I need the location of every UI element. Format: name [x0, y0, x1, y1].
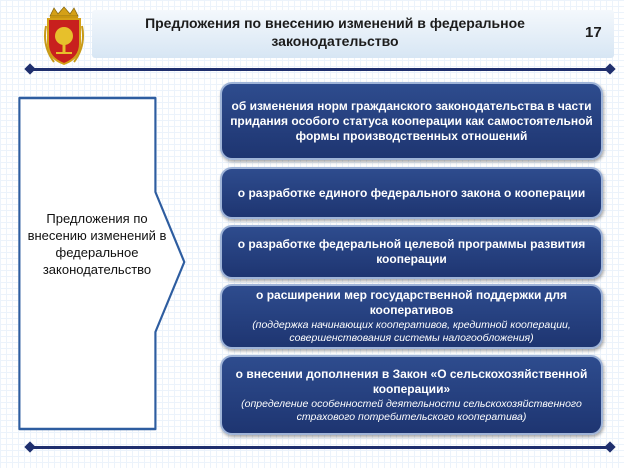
proposal-item-note: (определение особенностей деятельности с… — [241, 397, 582, 423]
slide-number: 17 — [585, 24, 602, 41]
proposal-item-text: об изменения норм гражданского законодат… — [230, 98, 593, 143]
proposal-item-text: о разработке федеральной целевой програм… — [237, 237, 586, 266]
top-divider — [30, 68, 610, 71]
bottom-divider — [30, 446, 610, 449]
proposal-item-note: (поддержка начинающих кооперативов, кред… — [252, 319, 571, 344]
slide-title: Предложения по внесению изменений в феде… — [145, 15, 525, 49]
proposal-item: о внесении дополнения в Закон «О сельско… — [220, 355, 603, 435]
header-band — [92, 10, 614, 58]
proposal-item: о разработке федеральной целевой програм… — [220, 225, 603, 279]
coat-of-arms-icon — [44, 6, 84, 66]
proposal-item: об изменения норм гражданского законодат… — [220, 82, 603, 160]
proposal-item: о расширении мер государственной поддерж… — [220, 284, 603, 349]
proposal-item: о разработке единого федерального закона… — [220, 167, 603, 219]
left-arrow-panel — [18, 96, 186, 431]
proposal-item-text: о внесении дополнения в Закон «О сельско… — [235, 366, 588, 396]
left-panel-text: Предложения по внесению изменений в феде… — [27, 211, 167, 277]
proposal-item-text: о разработке единого федерального закона… — [237, 185, 586, 200]
proposal-item-text: о расширении мер государственной поддерж… — [256, 288, 567, 317]
